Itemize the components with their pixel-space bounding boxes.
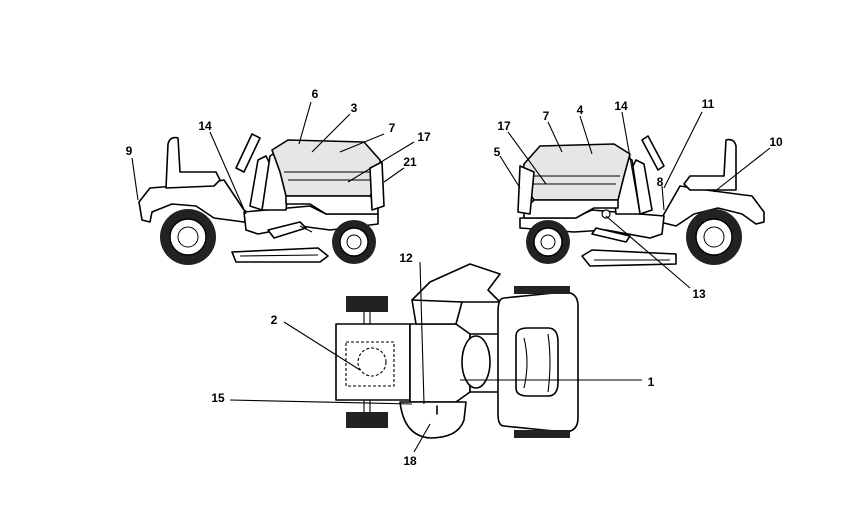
steering-column-right (631, 159, 653, 215)
callout-labels: 6 3 7 17 21 14 9 17 5 7 4 14 11 8 10 13 … (126, 87, 783, 468)
dash-console (461, 335, 491, 389)
steering-column-left (249, 155, 271, 211)
front-tire-top (346, 296, 388, 312)
callout-12: 12 (399, 251, 413, 265)
front-wheel-right (526, 220, 570, 264)
hood-left (271, 139, 383, 197)
deck-edge-top-view (399, 401, 467, 439)
tractor-left-side-view (138, 133, 385, 265)
callout-10: 10 (769, 135, 783, 149)
front-wheel-left (332, 220, 376, 264)
hood-right (521, 143, 631, 201)
callout-17-right: 17 (497, 119, 511, 133)
rear-tire-top (514, 286, 570, 294)
callout-14-right: 14 (614, 99, 628, 113)
callout-18: 18 (403, 454, 417, 468)
callout-14-left: 14 (198, 119, 212, 133)
discharge-chute (411, 263, 501, 307)
callout-13: 13 (692, 287, 706, 301)
tractor-right-side-view (517, 135, 765, 267)
callout-21: 21 (403, 155, 417, 169)
callout-17-left: 17 (417, 130, 431, 144)
callout-4: 4 (577, 103, 584, 117)
hood-top (409, 323, 471, 403)
callout-3: 3 (351, 101, 358, 115)
seat-top-view (515, 327, 559, 397)
callout-9: 9 (126, 144, 133, 158)
rear-wheel-left (160, 209, 216, 265)
callout-7-right: 7 (543, 109, 550, 123)
callout-8: 8 (657, 175, 664, 189)
callout-2: 2 (271, 313, 278, 327)
decal-outline (345, 341, 395, 387)
callout-5: 5 (494, 145, 501, 159)
callout-6: 6 (312, 87, 319, 101)
rear-wheel-right (686, 209, 742, 265)
callout-15: 15 (211, 391, 225, 405)
front-tire-bottom (346, 412, 388, 428)
seat-right (683, 138, 737, 191)
steering-wheel-right (641, 135, 665, 171)
callout-1: 1 (648, 375, 655, 389)
leader-lines (131, 101, 771, 453)
steering-wheel-left (235, 133, 261, 173)
callout-7-left: 7 (389, 121, 396, 135)
seat-left (165, 136, 221, 189)
callout-11: 11 (702, 97, 715, 111)
rear-tire-bottom (514, 430, 570, 438)
tractor-top-view (335, 263, 579, 439)
mower-deck-right (581, 249, 677, 267)
